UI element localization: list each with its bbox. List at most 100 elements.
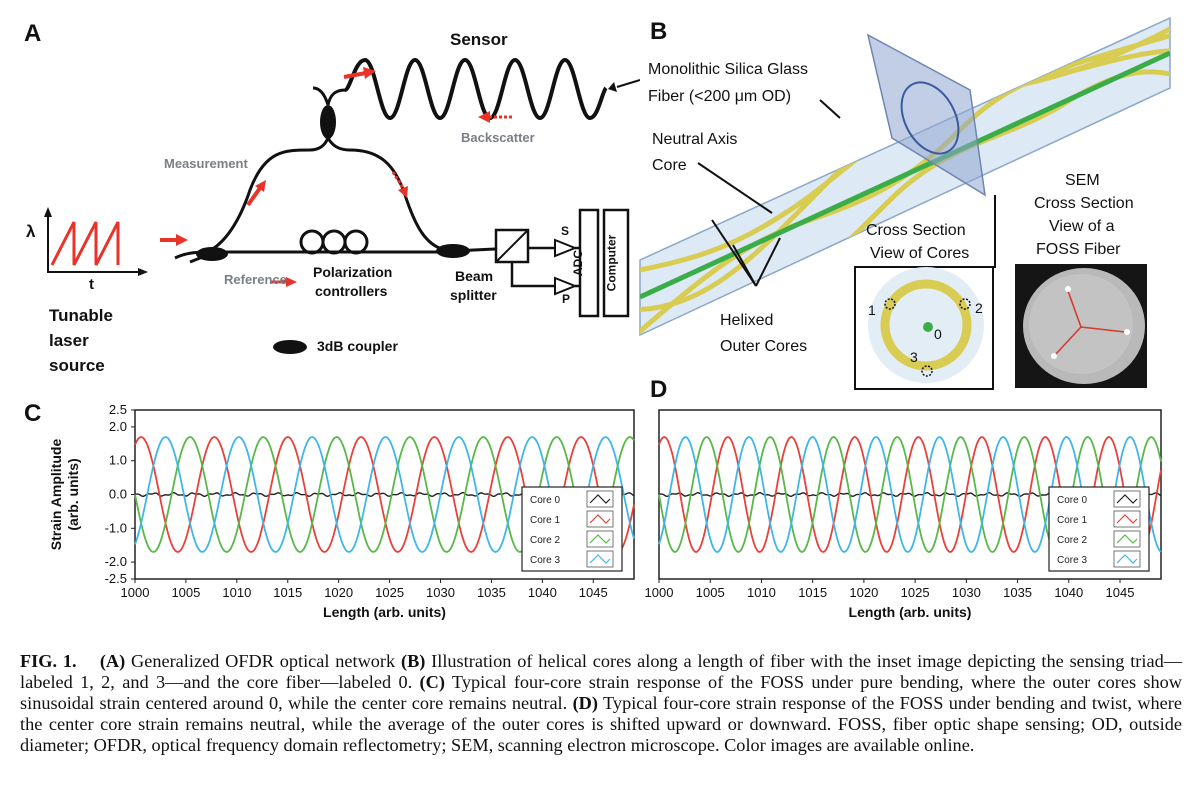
coupler-top — [320, 105, 336, 139]
sem-core-triad — [1054, 290, 1126, 356]
center-core — [923, 322, 933, 332]
red-arrow-backscatter — [478, 111, 512, 123]
x-tick-label: 1015 — [798, 585, 827, 600]
legend-swatch-box — [1113, 510, 1141, 528]
cross-section-plane — [866, 33, 986, 197]
beam-label-2: splitter — [450, 287, 497, 303]
sensor-fiber-wave — [343, 57, 608, 121]
coupler-left — [196, 247, 228, 261]
series-line-core-2 — [134, 436, 635, 553]
core-marker-2 — [959, 298, 971, 310]
y-axis-label-line1: Strain Amplitude — [48, 439, 64, 551]
legend-entry-label: Core 3 — [1057, 555, 1087, 566]
legend-swatch-box — [586, 550, 614, 568]
y-tick-label: 2.5 — [109, 402, 127, 417]
legend-swatch-box — [586, 510, 614, 528]
legend-entry-label: Core 0 — [1057, 495, 1087, 506]
sem-label-4: FOSS Fiber — [1036, 241, 1121, 258]
cross-section-ring — [900, 81, 960, 155]
coupler-legend-icon — [273, 340, 307, 354]
t-axis-label: t — [89, 276, 94, 293]
caption-b-label: (B) — [400, 651, 426, 671]
legend-swatch-line — [589, 554, 611, 564]
core-label-0: 0 — [934, 326, 942, 342]
helixed-label-1: Helixed — [720, 312, 774, 329]
caption-d-label: (D) — [572, 693, 598, 713]
polarization-loop — [299, 229, 325, 255]
fiber-label-line2: Fiber (<200 μm OD) — [648, 88, 792, 105]
y-axis-label-line2: (arb. units) — [65, 458, 81, 530]
s-port-label: S — [561, 224, 570, 238]
helical-core-illustration — [639, 16, 1171, 337]
x-tick-label: 1025 — [375, 585, 404, 600]
legend-entry-label: Core 2 — [1057, 535, 1087, 546]
detector-s — [554, 238, 578, 258]
red-arrow-measurement — [246, 180, 266, 207]
neutral-axis-core — [640, 50, 1170, 300]
red-arrow-return — [391, 171, 408, 198]
backscatter-label: Backscatter — [461, 130, 535, 145]
panel-letter-a: A — [24, 20, 42, 47]
x-tick-label: 1005 — [696, 585, 725, 600]
y-tick-label: 0.0 — [109, 487, 127, 502]
x-tick-label: 1045 — [1106, 585, 1135, 600]
red-arrow-input — [160, 234, 188, 246]
core-label-1: 1 — [868, 302, 876, 318]
legend-swatch-line — [589, 494, 611, 504]
polarization-loop — [321, 229, 347, 255]
legend-swatch-box — [586, 490, 614, 508]
cross-section-label-1: Cross Section — [866, 222, 966, 239]
polarization-label-2: controllers — [315, 283, 388, 299]
core-marker-3 — [921, 365, 933, 377]
legend-swatch-box — [1113, 530, 1141, 548]
tunable-label-3: source — [49, 356, 105, 375]
legend-swatch-line — [589, 514, 611, 524]
x-tick-label: 1040 — [1054, 585, 1083, 600]
coupler-legend-label: 3dB coupler — [317, 338, 398, 354]
x-tick-label: 1010 — [222, 585, 251, 600]
adc-box — [578, 208, 600, 318]
x-axis-label: Length (arb. units) — [849, 604, 972, 620]
measurement-label: Measurement — [164, 156, 248, 171]
legend-entry-label: Core 1 — [530, 515, 560, 526]
return-arm — [326, 137, 446, 252]
panel-letter-c: C — [24, 400, 42, 427]
coupler-top-fiber — [312, 86, 346, 106]
y-tick-label: 2.0 — [109, 419, 127, 434]
legend-swatch-line — [1116, 494, 1138, 504]
sensor-label: Sensor — [450, 30, 508, 49]
series-line-core-3 — [658, 436, 1162, 553]
measurement-arm — [204, 137, 330, 255]
y-tick-label: 1.0 — [109, 453, 127, 468]
cross-section-label-2: View of Cores — [870, 245, 970, 262]
legend-swatch-box — [1113, 550, 1141, 568]
legend-swatch-line — [1116, 554, 1138, 564]
reference-label: Reference — [224, 272, 287, 287]
panel-letter-d: D — [650, 376, 668, 403]
x-tick-label: 1030 — [426, 585, 455, 600]
core-label-2: 2 — [975, 300, 983, 316]
cross-section-inset — [854, 266, 994, 390]
neutral-axis-label-2: Core — [652, 157, 687, 174]
red-arrow-reference — [270, 277, 297, 287]
fiber-label-line1: Monolithic Silica Glass — [648, 61, 809, 78]
x-tick-label: 1005 — [171, 585, 200, 600]
x-tick-label: 1030 — [952, 585, 981, 600]
caption-c-text: Typical four-core strain response of the… — [20, 672, 1182, 713]
legend-swatch-line — [1116, 534, 1138, 544]
computer-box — [602, 208, 630, 318]
tunable-label-2: laser — [49, 331, 89, 350]
x-tick-label: 1025 — [901, 585, 930, 600]
beam-label-1: Beam — [455, 268, 494, 284]
x-tick-label: 1035 — [477, 585, 506, 600]
caption-b-text: Illustration of helical cores along a le… — [20, 651, 1182, 692]
laser-axes — [47, 215, 140, 273]
y-tick-label: -1.0 — [105, 520, 127, 535]
p-port-label: P — [562, 292, 571, 306]
red-arrow-sensor — [343, 67, 376, 79]
polarization-label-1: Polarization — [313, 264, 393, 280]
legend-entry-label: Core 3 — [530, 555, 560, 566]
x-tick-label: 1020 — [849, 585, 878, 600]
sem-label-1: SEM — [1065, 172, 1100, 189]
